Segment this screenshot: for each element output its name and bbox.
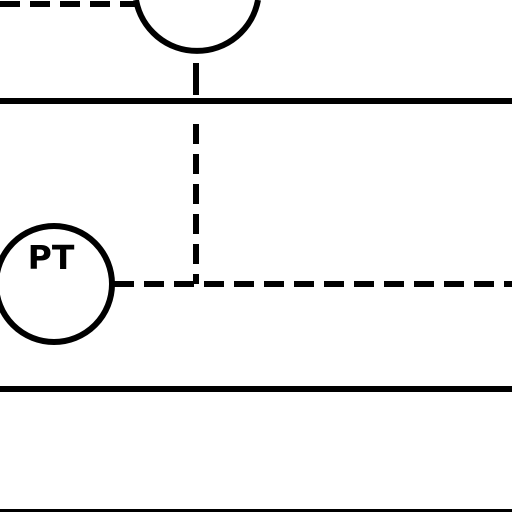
- pt-bubble-circle: [0, 223, 115, 345]
- upper-instrument-bubble: [133, 0, 261, 54]
- pt-instrument-bubble: PT: [0, 223, 115, 345]
- pt-tag-label: PT: [28, 238, 75, 277]
